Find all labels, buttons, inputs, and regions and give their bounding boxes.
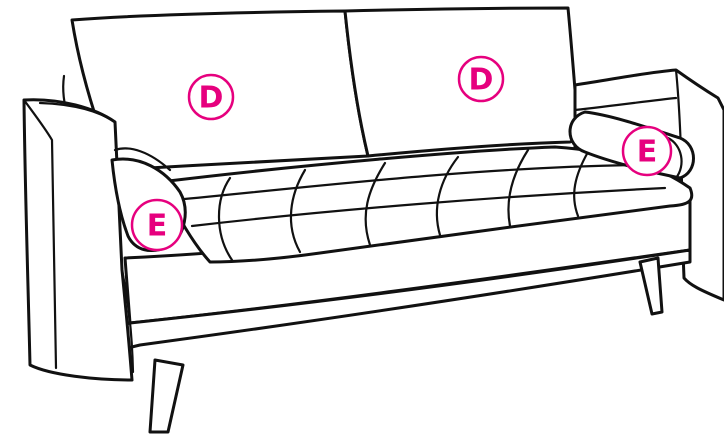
leg-front-right (638, 256, 664, 316)
seat-cushion (158, 145, 694, 264)
svg-text:E: E (637, 135, 658, 170)
sofa-legs (148, 256, 664, 434)
part-marker-d-right: D (457, 55, 505, 103)
svg-text:D: D (199, 81, 224, 116)
leg-front-left (148, 358, 185, 434)
part-marker-e-right: E (621, 125, 673, 177)
part-marker-d-left: D (187, 73, 235, 121)
svg-text:E: E (147, 209, 168, 244)
part-marker-e-left: E (130, 198, 184, 252)
left-arm (22, 98, 172, 382)
svg-text:D: D (469, 63, 494, 98)
